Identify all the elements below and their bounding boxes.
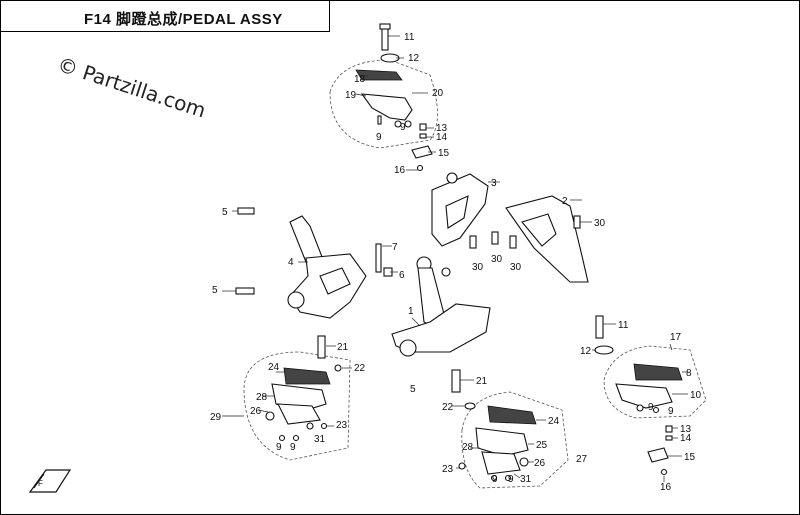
shift-lever-parts [222, 207, 398, 319]
callout-c49: 8 [686, 368, 692, 379]
callout-c18: 5 [222, 207, 228, 218]
callout-c48: 9 [508, 474, 514, 485]
callout-c24: 11 [618, 320, 629, 331]
brake-lever-parts [391, 256, 491, 357]
callout-c28: 22 [354, 363, 366, 374]
callout-c3: 18 [354, 74, 366, 85]
callout-c46: 31 [520, 474, 532, 485]
title-box: F14 脚蹬总成/PEDAL ASSY [0, 0, 330, 32]
callout-c4: 19 [345, 90, 357, 101]
callout-c13: 2 [562, 196, 568, 207]
callout-c14: 30 [594, 218, 606, 229]
callout-c44: 27 [576, 454, 588, 465]
callout-c23: 1 [408, 306, 414, 317]
callout-c33: 23 [336, 420, 348, 431]
callout-c38: 21 [476, 376, 488, 387]
callout-c6: 9 [376, 132, 382, 143]
callout-c16: 30 [491, 254, 503, 265]
callout-c55: 15 [684, 452, 696, 463]
callout-c43: 26 [534, 458, 546, 469]
callout-c36: 31 [314, 434, 326, 445]
callout-c35: 9 [290, 442, 296, 453]
callout-c41: 25 [536, 440, 548, 451]
callout-c34: 9 [276, 442, 282, 453]
callout-c20: 4 [288, 257, 294, 268]
callout-c9: 14 [436, 132, 448, 143]
callout-c1: 11 [404, 32, 415, 43]
callout-c15: 30 [472, 262, 484, 273]
callout-c2: 12 [408, 53, 420, 64]
callout-c32: 29 [210, 412, 222, 423]
callout-c19: 7 [392, 242, 398, 253]
callout-c56: 16 [660, 482, 672, 493]
rear-pedal-assembly [329, 23, 438, 172]
callout-c12: 3 [491, 178, 497, 189]
callout-c50: 10 [690, 390, 702, 401]
callout-c11: 16 [394, 165, 406, 176]
callout-c7: 9 [400, 122, 406, 133]
left-footrest-assembly [222, 335, 352, 461]
callout-c31: 26 [250, 406, 262, 417]
callout-c37: 5 [410, 384, 416, 395]
callout-c47: 9 [492, 474, 498, 485]
callout-c10: 15 [438, 148, 450, 159]
callout-c27: 21 [337, 342, 349, 353]
callout-c17: 30 [510, 262, 522, 273]
bracket-parts [431, 172, 592, 283]
callout-c21: 6 [399, 270, 405, 281]
callout-c30: 28 [256, 392, 268, 403]
callout-c29: 24 [268, 362, 280, 373]
callout-c26: 17 [670, 332, 682, 343]
svg-text:F: F [38, 479, 43, 488]
callout-c25: 12 [580, 346, 592, 357]
callout-c39: 22 [442, 402, 454, 413]
callout-c40: 24 [548, 416, 560, 427]
callout-c54: 14 [680, 433, 692, 444]
right-footrest-assembly [592, 315, 707, 482]
diagram-title: F14 脚蹬总成/PEDAL ASSY [84, 11, 283, 28]
callout-c8: 13 [436, 123, 448, 134]
callout-c45: 23 [442, 464, 454, 475]
callout-c52: 9 [668, 406, 674, 417]
callout-c51: 9 [648, 402, 654, 413]
callout-c22: 5 [212, 285, 218, 296]
callout-c53: 13 [680, 424, 692, 435]
front-arrow-icon: F [28, 469, 72, 493]
callout-c42: 28 [462, 442, 474, 453]
callout-c5: 20 [432, 88, 444, 99]
center-footrest-assembly [451, 369, 569, 489]
